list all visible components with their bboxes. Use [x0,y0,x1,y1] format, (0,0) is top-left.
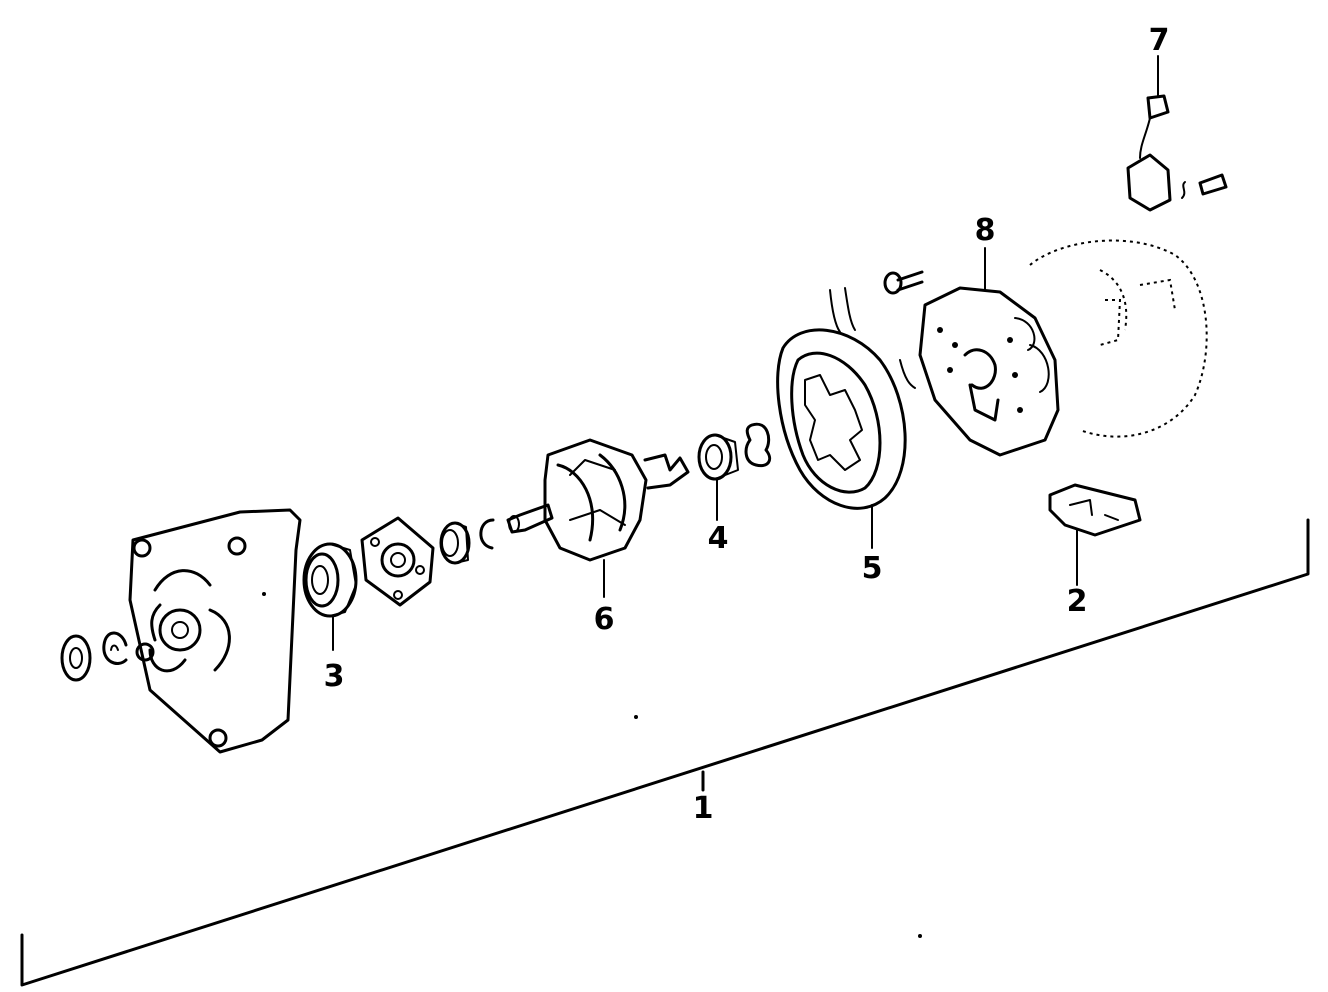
callout-5: 5 [862,551,883,586]
rotor [506,438,690,598]
callout-7: 7 [1149,23,1170,58]
callout-6: 6 [594,602,615,637]
front-bearing [302,542,358,651]
spacer-collar [439,521,471,565]
drive-end-housing [128,508,302,754]
callout-8: 8 [975,213,996,248]
stray-dot [634,715,638,719]
rear-housing-outline [1029,239,1208,438]
brush-holder [1126,55,1228,212]
callout-4: 4 [708,521,729,556]
callout-1: 1 [693,791,714,826]
rear-bearing [697,433,739,521]
callout-3: 3 [324,659,345,694]
voltage-regulator [1048,483,1142,586]
nut-washer [60,631,128,682]
wave-washer [744,422,772,468]
stator [776,287,916,549]
stray-dot [918,934,922,938]
callout-2: 2 [1067,584,1088,619]
screw [883,270,924,295]
snap-ring [479,518,495,550]
rectifier [918,247,1060,457]
assembly-bracket [20,518,1310,987]
bearing-retainer-plate [360,516,435,607]
